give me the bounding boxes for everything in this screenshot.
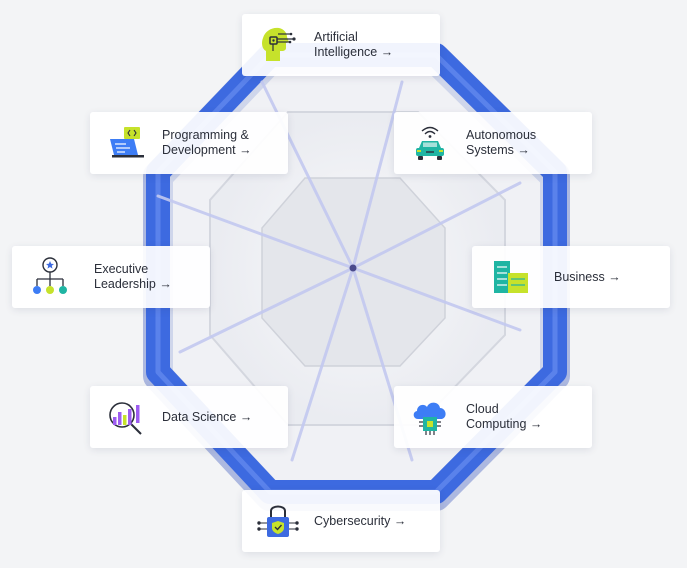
hub-dot — [349, 264, 357, 272]
laptop-code-icon — [104, 121, 148, 165]
card-business[interactable]: Business → — [472, 246, 670, 308]
card-data-science[interactable]: Data Science → — [90, 386, 288, 448]
card-label: Data Science → — [162, 409, 253, 424]
card-label: Cloud Computing → — [466, 402, 543, 431]
card-cybersecurity[interactable]: Cybersecurity → — [242, 490, 440, 552]
card-autonomous-systems[interactable]: Autonomous Systems → — [394, 112, 592, 174]
business-buildings-icon — [488, 255, 532, 299]
card-label: Executive Leadership → — [94, 262, 172, 291]
magnifier-chart-icon — [104, 395, 148, 439]
spoke-left-lower — [178, 266, 355, 354]
spokes — [156, 80, 522, 462]
lock-shield-icon — [256, 499, 300, 543]
card-label: Business → — [554, 269, 621, 284]
card-cloud-computing[interactable]: Cloud Computing → — [394, 386, 592, 448]
ai-head-icon — [256, 23, 300, 67]
cloud-chip-icon — [408, 395, 452, 439]
card-label: Programming & Development → — [162, 128, 252, 157]
card-executive-leadership[interactable]: Executive Leadership → — [12, 246, 210, 308]
spoke-bottom-left — [290, 266, 355, 462]
card-label: Autonomous Systems → — [466, 128, 537, 157]
card-label: Artificial Intelligence → — [314, 30, 394, 59]
spoke-top-right — [351, 80, 404, 270]
spoke-right-upper — [351, 181, 522, 270]
spoke-left-upper — [156, 194, 355, 270]
card-label: Cybersecurity → — [314, 513, 407, 528]
autonomous-car-icon — [408, 121, 452, 165]
card-programming-development[interactable]: Programming & Development → — [90, 112, 288, 174]
org-chart-icon — [28, 255, 72, 299]
card-artificial-intelligence[interactable]: Artificial Intelligence → — [242, 14, 440, 76]
spoke-right-lower — [351, 266, 522, 332]
